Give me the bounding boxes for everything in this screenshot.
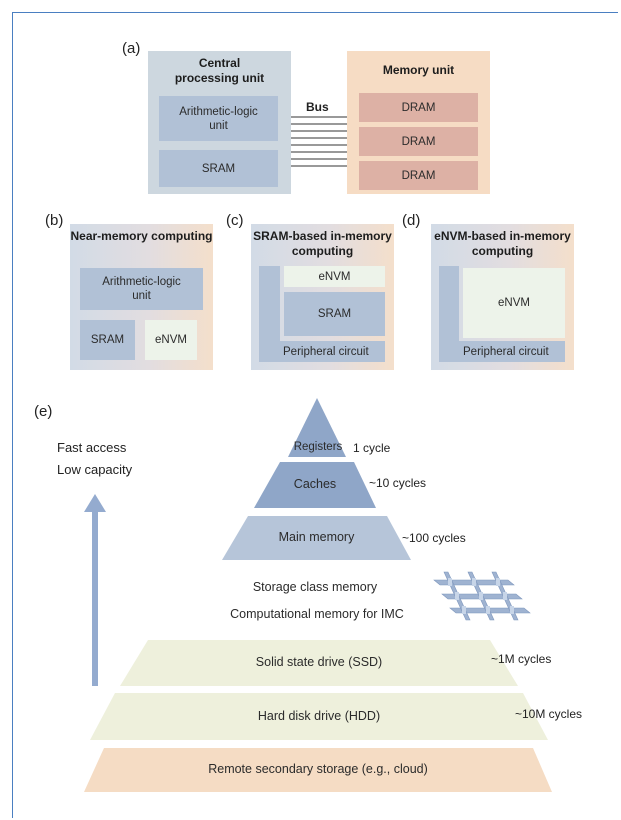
bus-lines — [291, 116, 347, 167]
sram-imc-side-circuit — [259, 266, 280, 362]
arrow-label-fast-access: Fast access — [57, 440, 127, 455]
near-memory-envm: eNVM — [145, 320, 197, 360]
tier-main-memory-shape — [222, 516, 411, 560]
tier-caches-label: Caches — [293, 477, 337, 491]
panel-a-letter: (a) — [122, 40, 141, 57]
bus-label: Bus — [306, 100, 329, 114]
tier-registers-label: Registers — [293, 441, 343, 453]
fast-access-arrow — [84, 494, 106, 686]
envm-imc-side-circuit — [439, 266, 459, 362]
memory-unit-title: Memory unit — [382, 63, 455, 77]
sram-imc-block: SRAM-based in-memory computing eNVM SRAM… — [251, 224, 394, 370]
envm-imc-peripheral: Peripheral circuit — [439, 341, 565, 362]
tier-remote-label: Remote secondary storage (e.g., cloud) — [208, 762, 428, 776]
envm-imc-title: eNVM-based in-memory computing — [434, 229, 571, 258]
tier-ssd-shape — [120, 640, 518, 686]
panel-c-letter: (c) — [226, 212, 244, 229]
tier-remote-shape — [84, 748, 552, 792]
dram-3: DRAM — [359, 161, 478, 190]
tier-ssd-label: Solid state drive (SSD) — [255, 655, 383, 669]
dram-1: DRAM — [359, 93, 478, 122]
tier-registers-latency: 1 cycle — [353, 441, 391, 455]
cpu-block: Central processing unit Arithmetic-logic… — [148, 51, 291, 194]
envm-imc-envm: eNVM — [463, 268, 565, 338]
cpu-alu: Arithmetic-logic unit — [159, 96, 278, 141]
sram-imc-envm: eNVM — [284, 266, 385, 287]
computational-memory-label: Computational memory for IMC — [230, 607, 404, 621]
storage-class-memory-label: Storage class memory — [252, 580, 378, 594]
near-memory-block: Near-memory computing Arithmetic-logic u… — [70, 224, 213, 370]
cpu-sram: SRAM — [159, 150, 278, 187]
sram-imc-peripheral: Peripheral circuit — [259, 341, 385, 362]
tier-main-memory-label: Main memory — [278, 530, 355, 544]
tier-hdd-latency: ~10M cycles — [515, 707, 583, 721]
tier-hdd-label: Hard disk drive (HDD) — [257, 709, 381, 723]
cpu-title: Central processing unit — [174, 56, 265, 85]
crossbar-array-icon — [433, 571, 531, 621]
panel-e-letter: (e) — [34, 403, 53, 420]
panel-d-letter: (d) — [402, 212, 421, 229]
figure-frame — [12, 12, 618, 818]
dram-2: DRAM — [359, 127, 478, 156]
tier-caches-shape — [254, 462, 376, 508]
sram-imc-sram: SRAM — [284, 292, 385, 336]
sram-imc-title: SRAM-based in-memory computing — [253, 229, 392, 258]
tier-main-memory-latency: ~100 cycles — [402, 531, 466, 545]
memory-unit-block: Memory unit DRAM DRAM DRAM — [347, 51, 490, 194]
tier-registers-shape — [288, 398, 346, 457]
arrow-label-low-capacity: Low capacity — [57, 462, 133, 477]
near-memory-alu: Arithmetic-logic unit — [80, 268, 203, 310]
near-memory-sram: SRAM — [80, 320, 135, 360]
panel-b-letter: (b) — [45, 212, 64, 229]
tier-ssd-latency: ~1M cycles — [491, 652, 552, 666]
envm-imc-block: eNVM-based in-memory computing eNVM Peri… — [431, 224, 574, 370]
tier-caches-latency: ~10 cycles — [369, 476, 427, 490]
near-memory-title: Near-memory computing — [70, 229, 213, 243]
tier-hdd-shape — [90, 693, 548, 740]
